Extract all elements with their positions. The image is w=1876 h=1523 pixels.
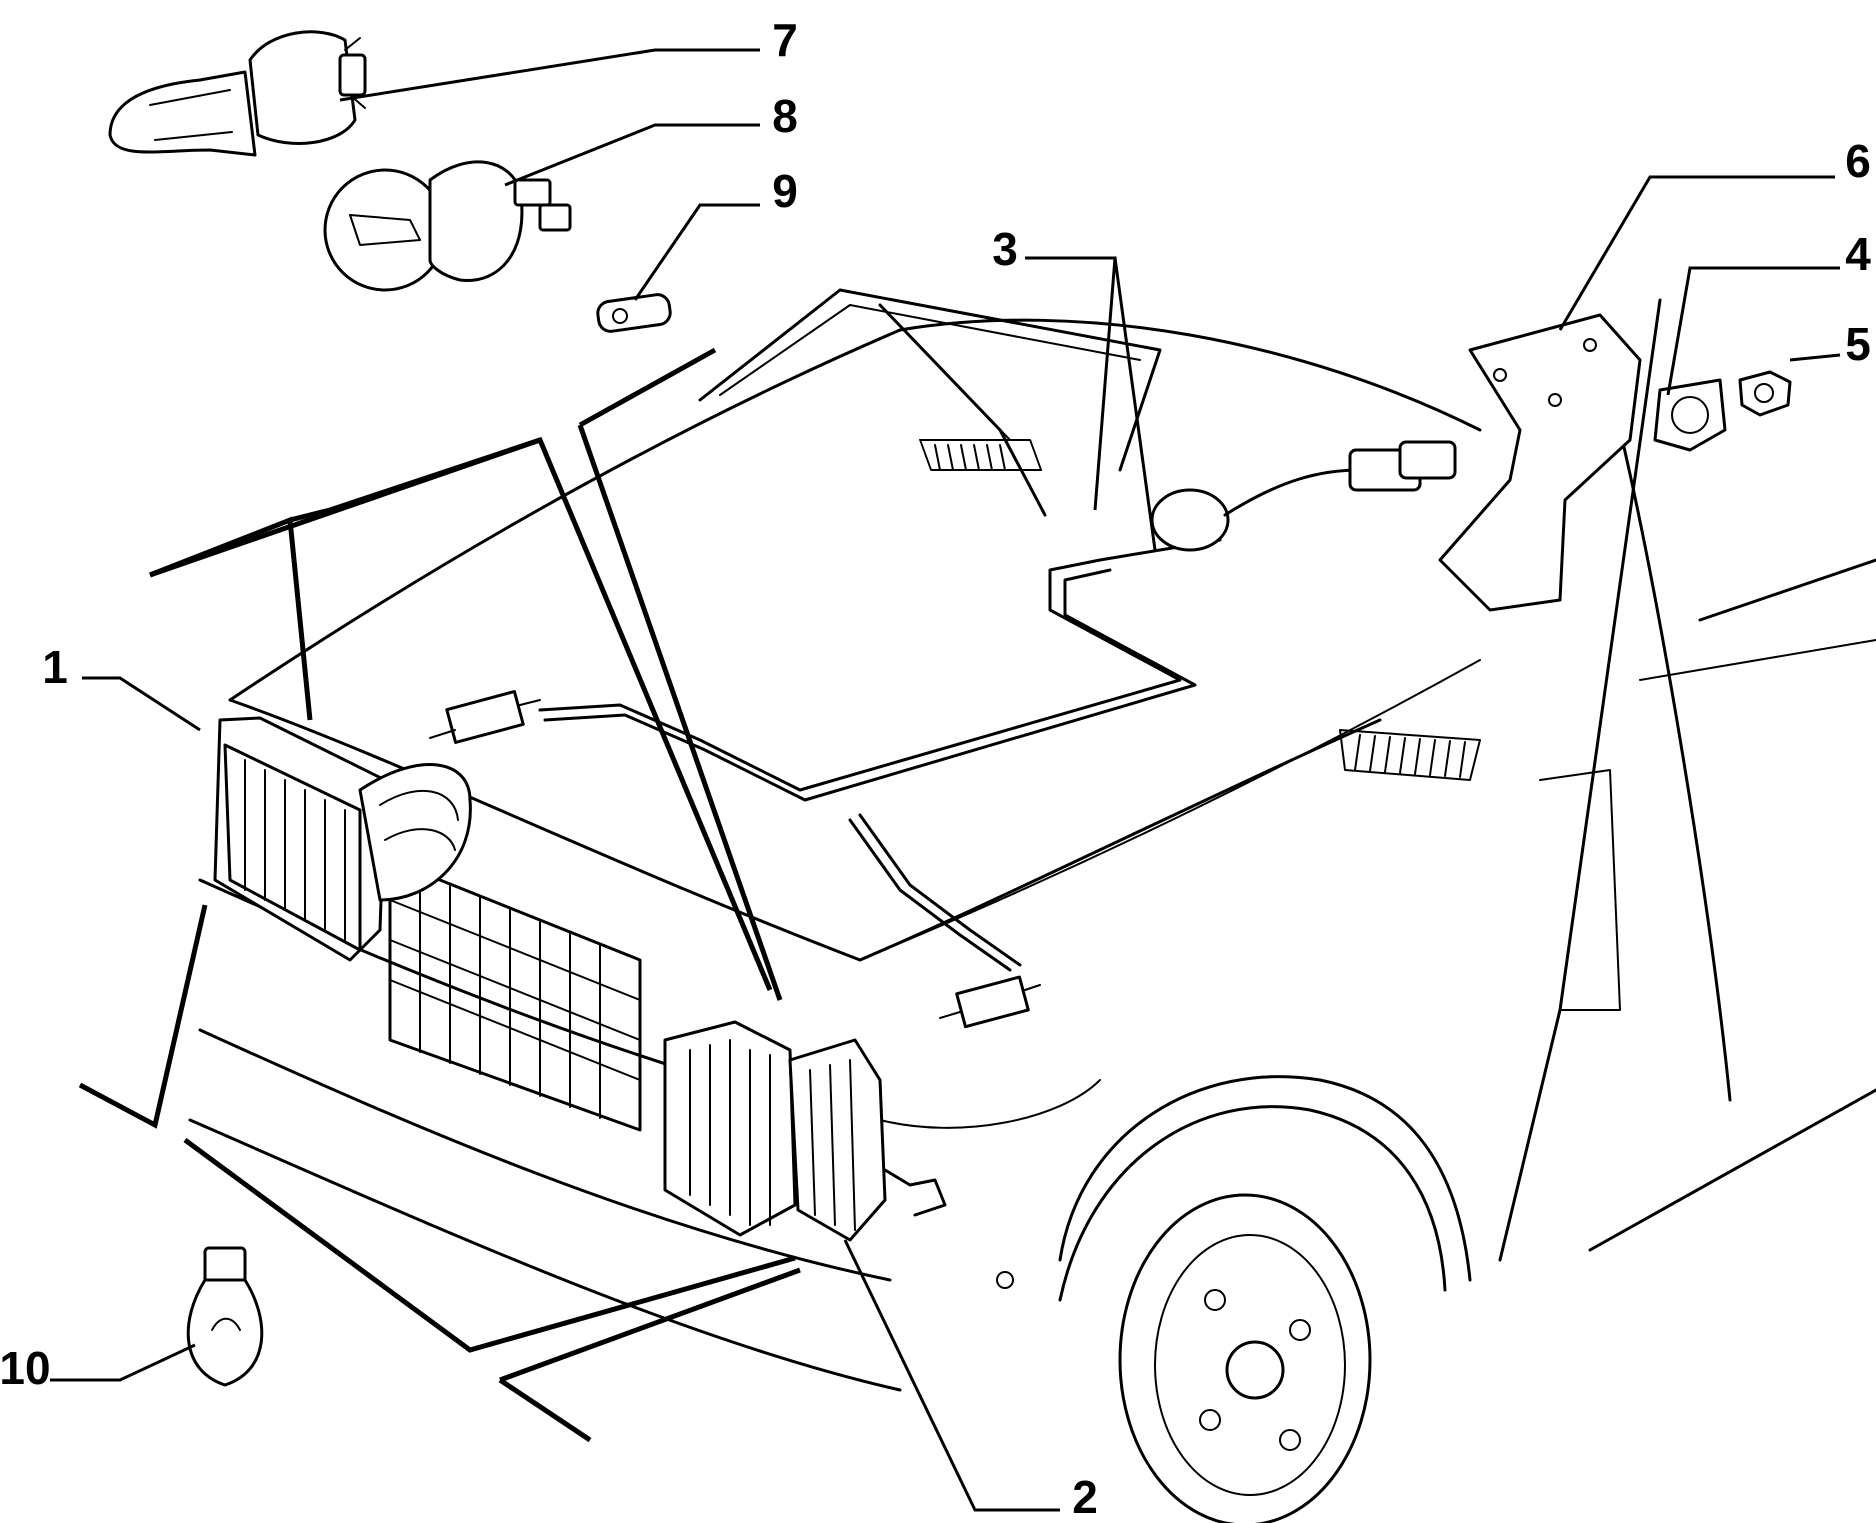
wheel-arch <box>1058 1075 1472 1282</box>
leader-4 <box>1666 266 1840 396</box>
door-beltline <box>1698 558 1876 622</box>
wheel-arch-inner <box>1058 1105 1447 1302</box>
bumper-bottom <box>188 1118 902 1392</box>
guide-headlamp-upper <box>577 347 783 1001</box>
fender-vent <box>1339 729 1481 781</box>
callout-3: 3 <box>992 223 1018 275</box>
radiator-grille <box>388 858 642 1132</box>
connector-lower <box>939 975 1041 1029</box>
leader-6 <box>1558 175 1835 331</box>
leader-5 <box>1789 353 1841 362</box>
callout-10: 10 <box>0 1342 51 1394</box>
leader-1 <box>82 676 201 732</box>
leader-10 <box>50 1343 196 1382</box>
callout-labels: 7 8 9 6 4 5 3 1 2 10 <box>0 14 1871 1523</box>
front-direction-indicator <box>663 1020 947 1242</box>
windshield-frame <box>698 288 1162 472</box>
wiper-blade <box>889 314 1011 441</box>
headlamp-bulb <box>323 160 572 292</box>
small-lamp-holder <box>596 293 672 333</box>
door-line <box>1639 639 1876 681</box>
guide-lines <box>78 347 801 1443</box>
connector-left <box>429 690 541 744</box>
guide-bumper-lower <box>498 1267 801 1443</box>
front-wheel <box>1118 1193 1372 1523</box>
leader-7 <box>339 48 760 102</box>
cowl-vent <box>919 439 1043 471</box>
bracket <box>1438 313 1642 612</box>
indicator-bulb <box>186 1246 264 1387</box>
hood-lower-edge <box>228 698 1382 962</box>
door-handle-recess <box>1539 769 1621 1011</box>
connector-upper <box>1150 440 1457 552</box>
guide-bumper <box>183 1137 796 1353</box>
rocker-line <box>1588 1088 1876 1252</box>
hood-crease <box>859 659 1481 961</box>
mounting-plate <box>1653 378 1727 452</box>
guide-left-join <box>289 507 331 523</box>
guide-headlamp-left <box>149 516 313 721</box>
leader-3 <box>1025 256 1157 551</box>
windshield-inner <box>719 304 1141 396</box>
fog-hole <box>996 1271 1014 1289</box>
callout-4: 4 <box>1845 228 1871 280</box>
guide-top <box>329 437 541 513</box>
leader-8 <box>504 123 760 187</box>
callout-6: 6 <box>1845 135 1871 187</box>
callout-8: 8 <box>772 90 798 142</box>
leader-2 <box>843 1239 1060 1512</box>
callout-1: 1 <box>42 641 68 693</box>
leader-9 <box>633 203 760 301</box>
door-edge <box>1618 428 1732 1102</box>
wiring-harness <box>429 440 1457 1029</box>
hood-front-edge <box>228 328 902 702</box>
callout-2: 2 <box>1072 1471 1098 1523</box>
leader-lines <box>50 48 1841 1512</box>
halogen-bulb-h4 <box>108 30 367 157</box>
callout-9: 9 <box>772 165 798 217</box>
fender-front <box>879 1079 1101 1129</box>
guide-lower-left <box>78 904 208 1129</box>
bumper-top <box>198 1028 892 1282</box>
adjuster-nut <box>1738 370 1792 417</box>
callout-7: 7 <box>772 14 798 66</box>
callout-5: 5 <box>1845 318 1871 370</box>
headlamp-left <box>213 716 472 962</box>
hood-rear-edge <box>898 318 1482 432</box>
